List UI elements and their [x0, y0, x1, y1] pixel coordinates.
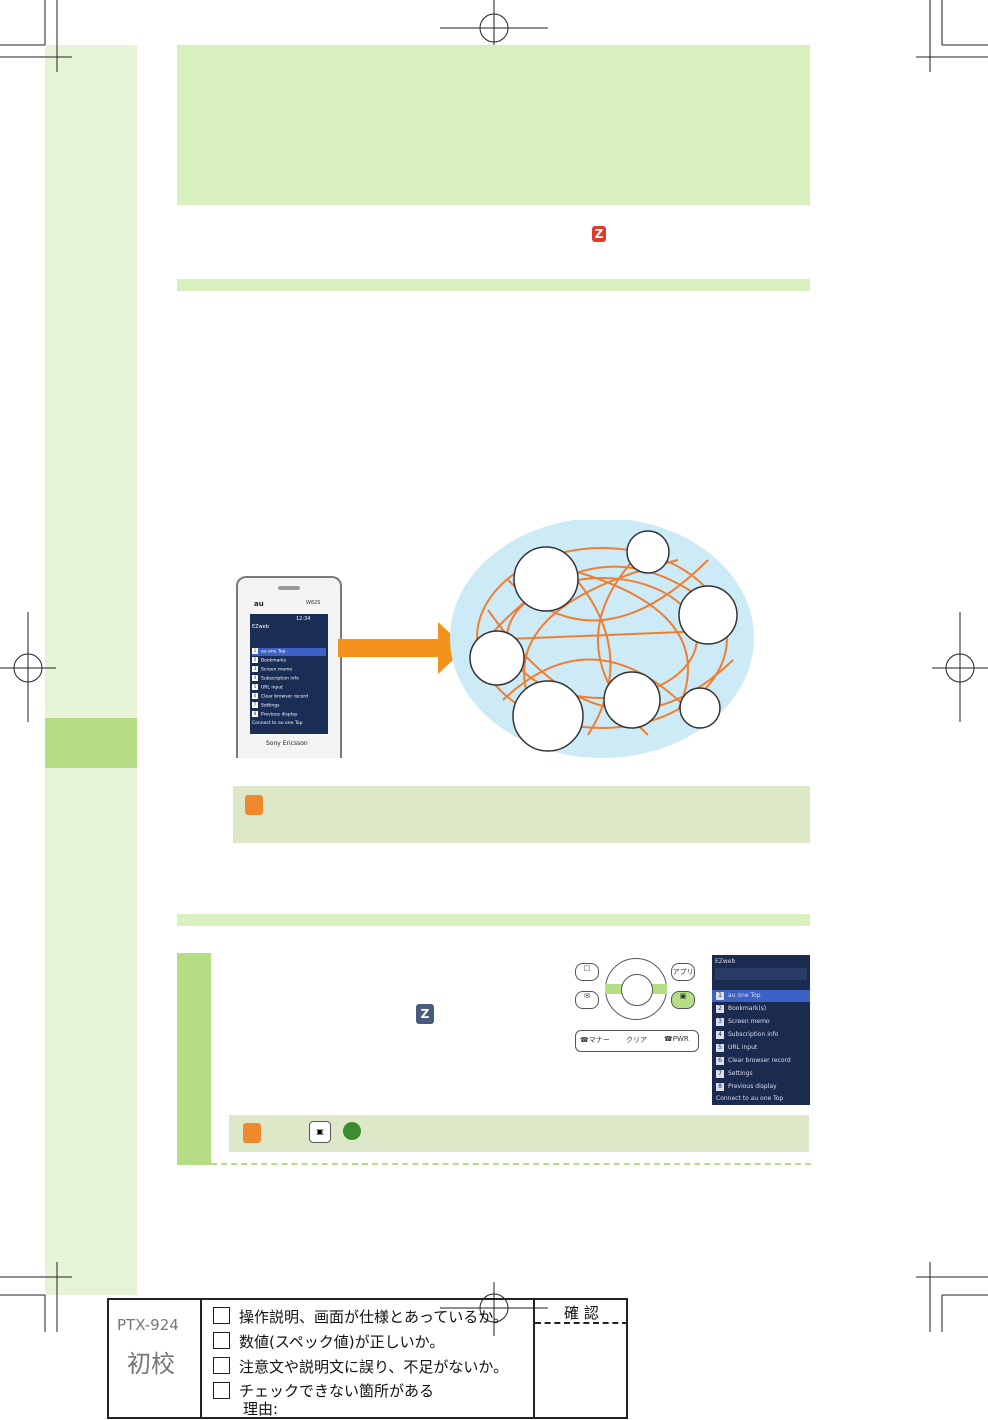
check-item: 数値(スペック値)が正しいか。 — [239, 1333, 445, 1351]
model-label: W62S — [306, 600, 321, 606]
earpiece — [278, 586, 300, 590]
proof-code: PTX-924 — [117, 1316, 179, 1334]
direction-pad — [605, 958, 667, 1020]
note-box: ▣ — [229, 1115, 809, 1152]
form-divider — [200, 1300, 202, 1419]
checkbox[interactable] — [213, 1307, 230, 1324]
confirm-divider — [535, 1322, 628, 1324]
connect-arrow — [338, 639, 440, 657]
site-node — [679, 687, 721, 729]
checkbox[interactable] — [213, 1382, 230, 1399]
site-node — [603, 671, 661, 729]
confirm-label: 確 認 — [564, 1304, 599, 1322]
ez-key-icon: Z — [416, 1004, 434, 1024]
screen-time: 12:34 — [296, 616, 311, 622]
ez-key-icon: Z — [592, 226, 606, 242]
section-tab — [45, 718, 137, 768]
carrier-logo: au — [254, 600, 264, 608]
screen-status: Connect to au one Top — [252, 721, 303, 726]
network-globe — [450, 520, 754, 758]
step-divider — [211, 1163, 811, 1165]
ez-key: ▣ — [671, 991, 695, 1009]
section-rule — [177, 914, 810, 926]
power-key: ☎PWR — [664, 1035, 689, 1043]
note-box — [233, 786, 810, 843]
ez-key-icon: ▣ — [309, 1121, 331, 1143]
pointing-hand-icon — [243, 1123, 261, 1143]
chapter-header-band — [177, 45, 810, 205]
step-bar — [177, 953, 211, 1165]
side-column — [45, 45, 137, 1295]
clear-key: クリア — [626, 1036, 647, 1044]
menu-status: Connect to au one Top — [716, 1095, 784, 1102]
site-node — [469, 630, 525, 686]
site-node — [626, 530, 670, 574]
appli-key: アプリ — [671, 963, 695, 981]
menu-title: EZweb — [715, 958, 736, 965]
reason-label: 理由: — [243, 1400, 279, 1418]
site-node — [513, 546, 579, 612]
softkey-back: back — [252, 728, 262, 733]
check-item: チェックできない箇所がある — [239, 1382, 435, 1400]
check-item: 注意文や説明文に誤り、不足がないか。 — [239, 1358, 509, 1376]
site-node — [678, 585, 738, 645]
site-node — [512, 680, 584, 752]
center-key — [621, 974, 653, 1006]
proof-stage: 初校 — [127, 1350, 175, 1378]
proof-check-form: PTX-924 初校 確 認 操作説明、画面が仕様とあっているか。 数値(スペッ… — [107, 1298, 628, 1419]
send-key: ☎マナー — [580, 1036, 610, 1044]
address-book-key: □ — [575, 963, 599, 981]
sony-ericsson-icon — [343, 1122, 361, 1140]
check-item: 操作説明、画面が仕様とあっているか。 — [239, 1308, 508, 1326]
menu-icon-row — [715, 968, 807, 980]
lower-keys: ☎マナー クリア ☎PWR — [575, 1030, 699, 1052]
screen-title: EZweb — [252, 624, 269, 630]
section-rule — [177, 279, 810, 291]
checkbox[interactable] — [213, 1332, 230, 1349]
pointing-hand-icon — [245, 795, 263, 815]
checkbox[interactable] — [213, 1357, 230, 1374]
softkey-select: select — [280, 728, 292, 733]
brand-label: Sony Ericsson — [266, 740, 308, 747]
mail-key: ✉ — [575, 991, 599, 1009]
form-divider — [533, 1300, 535, 1419]
keypad-illustration: □ ✉ アプリ ▣ ☎マナー クリア ☎PWR — [575, 958, 699, 1054]
